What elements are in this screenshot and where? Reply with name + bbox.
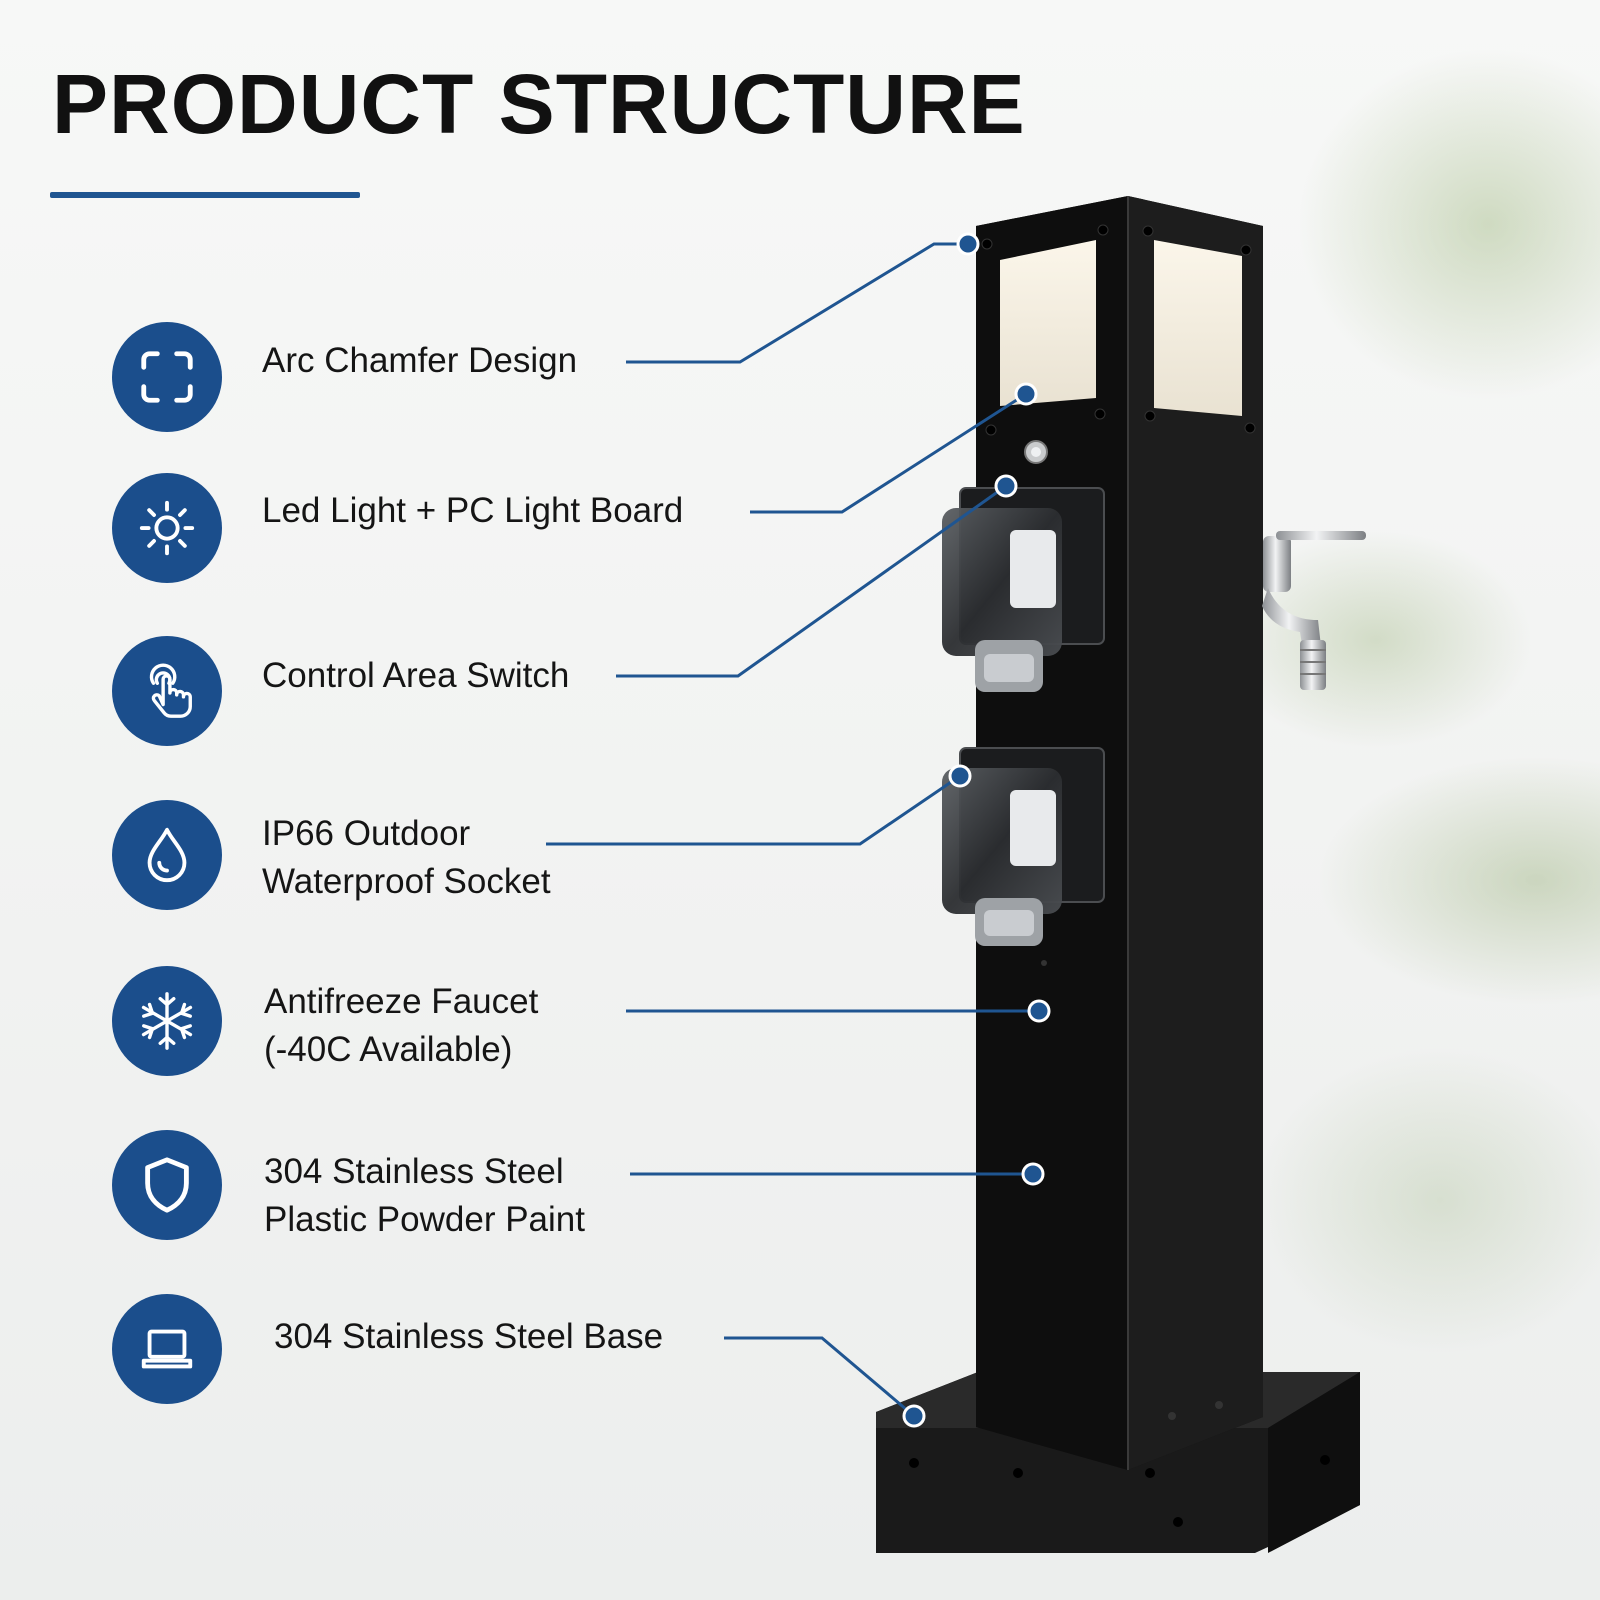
faucet — [1262, 531, 1366, 690]
feature-base — [112, 1294, 222, 1404]
feature-label-led-light: Led Light + PC Light Board — [262, 487, 683, 535]
label-line: Led Light + PC Light Board — [262, 491, 684, 530]
feature-arc-chamfer — [112, 322, 222, 432]
sun-icon — [139, 500, 195, 556]
label-line: Control Area Switch — [262, 656, 570, 695]
feature-label-faucet: Antifreeze Faucet (-40C Available) — [264, 978, 538, 1074]
label-line: IP66 Outdoor — [262, 814, 471, 853]
water-drop-icon — [147, 827, 187, 883]
feature-label-powder-paint: 304 Stainless Steel Plastic Powder Paint — [264, 1148, 585, 1244]
feature-label-socket: IP66 Outdoor Waterproof Socket — [262, 810, 551, 906]
label-line: Plastic Powder Paint — [264, 1200, 585, 1239]
socket-lower — [942, 747, 1105, 946]
frame-corners-icon — [141, 351, 193, 403]
feature-led-light — [112, 473, 222, 583]
laptop-base-icon — [141, 1329, 193, 1369]
feature-label-arc-chamfer: Arc Chamfer Design — [262, 337, 577, 385]
label-line: Antifreeze Faucet — [264, 982, 539, 1021]
label-line: 304 Stainless Steel Base — [274, 1317, 664, 1356]
shield-icon — [145, 1157, 189, 1213]
snowflake-icon — [141, 992, 193, 1050]
feature-label-base: 304 Stainless Steel Base — [274, 1313, 663, 1361]
feature-control-switch — [112, 636, 222, 746]
label-line: Waterproof Socket — [262, 862, 551, 901]
title-underline — [50, 192, 360, 198]
feature-powder-paint — [112, 1130, 222, 1240]
page-title: PRODUCT STRUCTURE — [52, 57, 1026, 151]
feature-faucet — [112, 966, 222, 1076]
label-line: (-40C Available) — [264, 1030, 513, 1069]
touch-hand-icon — [149, 663, 192, 718]
label-line: 304 Stainless Steel — [264, 1152, 564, 1191]
feature-socket — [112, 800, 222, 910]
label-line: Arc Chamfer Design — [262, 341, 578, 380]
feature-label-control-switch: Control Area Switch — [262, 652, 569, 700]
